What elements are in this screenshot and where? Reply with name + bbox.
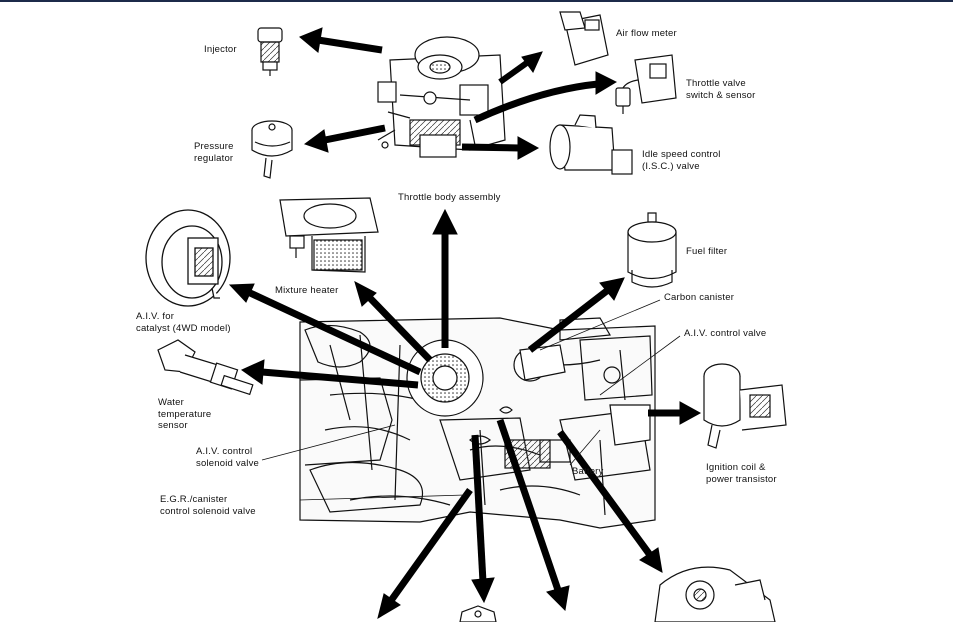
- label-injector: Injector: [204, 44, 237, 55]
- pressure-regulator-drawing: [251, 120, 293, 179]
- label-pressure-regulator: Pressure regulator: [194, 141, 234, 164]
- label-egr-solenoid: E.G.R./canister control solenoid valve: [160, 494, 256, 517]
- label-mixture-heater: Mixture heater: [275, 285, 339, 296]
- throttle-valve-sensor-drawing: [615, 54, 677, 114]
- label-battery: Battery: [572, 466, 604, 477]
- label-throttle-body: Throttle body assembly: [398, 192, 501, 203]
- label-throttle-valve-sensor: Throttle valve switch & sensor: [686, 78, 756, 101]
- air-flow-meter-drawing: [559, 11, 609, 66]
- fuel-filter-drawing: [627, 212, 677, 288]
- label-fuel-filter: Fuel filter: [686, 246, 728, 257]
- mixture-heater-drawing: [279, 197, 379, 273]
- aiv-catalyst-drawing: [145, 209, 231, 307]
- leader-lines: [261, 299, 681, 501]
- engine-assembly-drawing: [299, 317, 656, 529]
- label-carbon-canister: Carbon canister: [664, 292, 735, 303]
- injector-drawing: [257, 27, 283, 76]
- label-aiv-catalyst: A.I.V. for catalyst (4WD model): [136, 311, 231, 334]
- throttle-body-drawing: [377, 36, 506, 158]
- label-water-temp-sensor: Water temperature sensor: [158, 397, 212, 431]
- water-temp-sensor-drawing: [157, 339, 254, 396]
- ignition-coil-drawing: [703, 363, 787, 449]
- pointer-arrows: [228, 27, 702, 620]
- label-air-flow-meter: Air flow meter: [616, 28, 677, 39]
- label-isc-valve: Idle speed control (I.S.C.) valve: [642, 149, 721, 172]
- isc-valve-drawing: [549, 114, 633, 175]
- top-border: [0, 0, 953, 2]
- bottom-component-drawing: [459, 605, 497, 622]
- label-aiv-control-valve: A.I.V. control valve: [684, 328, 767, 339]
- distributor-drawing: [654, 566, 776, 622]
- label-ignition-coil: Ignition coil & power transistor: [706, 462, 777, 485]
- label-aiv-solenoid: A.I.V. control solenoid valve: [196, 446, 260, 469]
